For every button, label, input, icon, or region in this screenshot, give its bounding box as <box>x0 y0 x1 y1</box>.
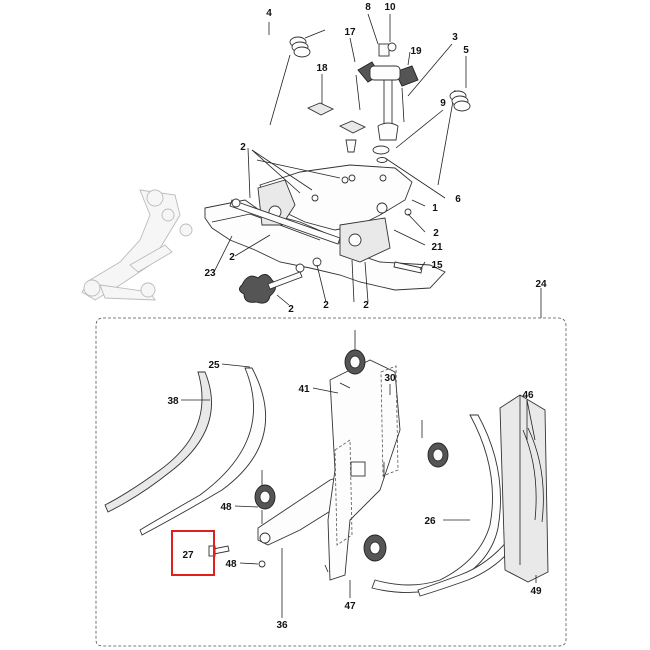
label-26: 26 <box>424 516 436 527</box>
label-25: 25 <box>208 360 220 371</box>
label-36: 36 <box>276 620 288 631</box>
label-49: 49 <box>530 586 542 597</box>
label-46: 46 <box>522 390 534 401</box>
label-48-upper: 48 <box>220 502 232 513</box>
label-1: 1 <box>432 203 438 214</box>
kit-24-frame <box>95 317 567 647</box>
label-18: 18 <box>316 63 328 74</box>
label-6: 6 <box>455 194 461 205</box>
label-48-lower: 48 <box>225 559 237 570</box>
upper-assembly <box>204 29 471 304</box>
label-3: 3 <box>452 32 458 43</box>
label-38: 38 <box>167 396 179 407</box>
label-9: 9 <box>440 98 446 109</box>
label-30: 30 <box>384 373 396 384</box>
label-17: 17 <box>344 27 356 38</box>
kit-24-parts <box>104 330 549 597</box>
label-2-knob: 2 <box>288 304 294 315</box>
label-41: 41 <box>298 384 310 395</box>
label-15: 15 <box>431 260 443 271</box>
callout-labels: 4 8 10 17 3 19 5 18 9 2 6 1 2 21 15 2 23… <box>167 2 547 631</box>
spring-5 <box>437 89 471 186</box>
leader-lines <box>181 13 537 618</box>
label-23: 23 <box>204 268 216 279</box>
highlight-part-27[interactable] <box>171 530 215 576</box>
label-2-bottom-a: 2 <box>323 300 329 311</box>
label-19: 19 <box>410 46 422 57</box>
label-21: 21 <box>431 242 443 253</box>
label-2-top: 2 <box>240 142 246 153</box>
label-2-bottom-b: 2 <box>363 300 369 311</box>
label-5: 5 <box>463 45 469 56</box>
label-24: 24 <box>535 279 547 290</box>
spring-4 <box>269 29 326 126</box>
label-27: 27 <box>182 550 194 561</box>
label-2-mid: 2 <box>229 252 235 263</box>
label-8: 8 <box>365 2 371 13</box>
ghost-assembly-illustration <box>81 189 193 301</box>
label-4: 4 <box>266 8 272 19</box>
label-2-right: 2 <box>433 228 439 239</box>
label-47: 47 <box>344 601 356 612</box>
label-10: 10 <box>384 2 396 13</box>
